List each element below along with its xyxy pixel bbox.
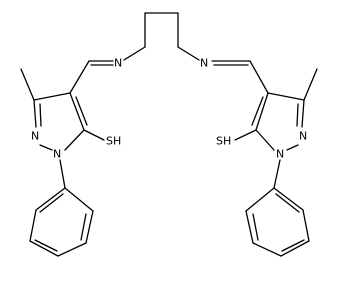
bond xyxy=(29,240,59,257)
bond xyxy=(245,187,275,212)
bond xyxy=(273,187,304,211)
bond xyxy=(39,103,42,127)
bond xyxy=(64,187,94,212)
bond xyxy=(34,239,58,252)
bond xyxy=(64,129,85,151)
bond xyxy=(123,46,146,61)
thiol-left: SH xyxy=(106,135,121,148)
bond xyxy=(267,92,305,101)
bond xyxy=(29,209,37,242)
bond xyxy=(252,242,282,257)
bond xyxy=(286,144,299,151)
imine-nitrogen-right: N xyxy=(200,57,208,70)
bond xyxy=(275,193,300,213)
bond xyxy=(80,213,87,241)
bond xyxy=(249,60,269,94)
pyrazole-nitrogen-left-1: N xyxy=(53,148,61,161)
bond xyxy=(280,240,310,257)
bond xyxy=(302,209,310,242)
bond xyxy=(281,239,305,252)
pyrazole-nitrogen-right-1: N xyxy=(276,148,284,161)
bond xyxy=(252,213,259,241)
atom-labels: N N N N N N SH SH xyxy=(31,57,307,161)
bond xyxy=(57,242,87,257)
bond xyxy=(273,159,281,189)
bond xyxy=(303,68,318,101)
pyrazole-nitrogen-left-2: N xyxy=(31,130,39,143)
bond xyxy=(59,159,66,189)
bond xyxy=(301,99,305,128)
bond xyxy=(33,92,71,101)
bond xyxy=(75,96,88,126)
bond xyxy=(69,92,85,131)
bond xyxy=(33,99,37,128)
bond xyxy=(35,187,66,211)
thiol-right: SH xyxy=(216,135,231,148)
bond xyxy=(20,68,35,101)
imine-nitrogen-left: N xyxy=(114,57,122,70)
pyrazole-nitrogen-right-2: N xyxy=(299,130,307,143)
bond xyxy=(39,144,53,151)
bond xyxy=(83,129,105,141)
bond xyxy=(85,210,94,244)
bond xyxy=(39,193,64,213)
bond xyxy=(296,103,299,127)
bond xyxy=(255,92,269,131)
bond-lines xyxy=(20,12,318,257)
bond xyxy=(234,129,257,141)
bond xyxy=(255,129,275,151)
bond xyxy=(251,96,264,126)
bond xyxy=(177,46,200,61)
bond xyxy=(245,210,254,244)
bond xyxy=(69,60,90,94)
